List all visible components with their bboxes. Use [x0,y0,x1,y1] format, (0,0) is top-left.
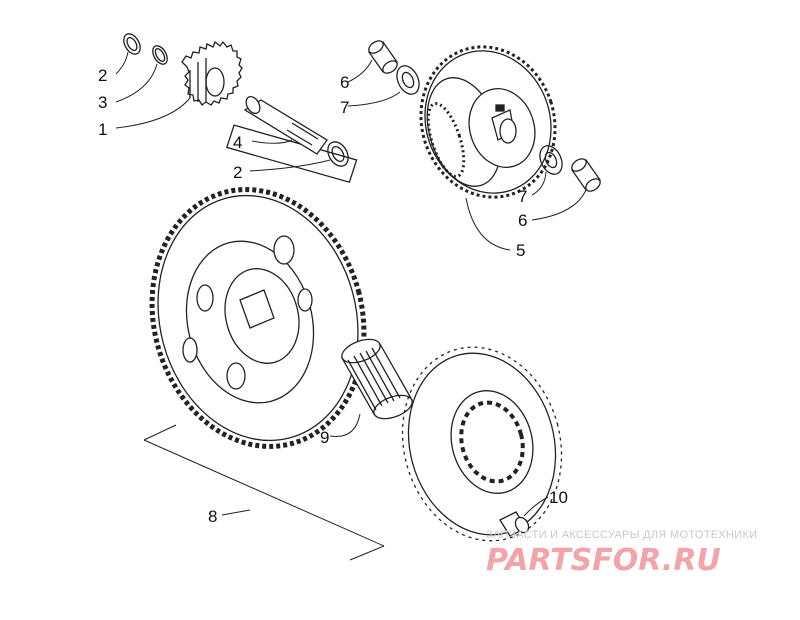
callout-8: 8 [208,507,217,526]
callout-7-right: 7 [518,187,527,206]
callout-2-top: 2 [98,66,107,85]
bushing-6-right [571,158,601,192]
callout-3: 3 [98,93,107,112]
callout-4: 4 [233,133,242,152]
callout-6-right: 6 [518,211,527,230]
callouts: 2 3 1 4 2 6 7 7 6 5 9 10 8 [98,66,568,526]
gear-1 [181,40,243,106]
needle-bearing-9 [341,338,413,420]
gear-assembly-5 [419,45,557,199]
bolt-10 [499,511,530,537]
leader-lines [115,51,587,561]
callout-10: 10 [549,488,568,507]
callout-9: 9 [320,428,329,447]
circlip-3 [152,45,168,65]
washer-2-shaft [327,141,349,167]
watermark-logo: PARTSFOR.RU [486,543,721,578]
watermark-tagline: ЗАПЧАСТИ И АКСЕССУАРЫ ДЛЯ МОТОТЕХНИКИ [486,529,757,541]
washer-7-left [396,65,420,95]
watermark: ЗАПЧАСТИ И АКСЕССУАРЫ ДЛЯ МОТОТЕХНИКИ PA… [486,529,757,578]
callout-7-left: 7 [340,98,349,117]
clutch-housing [401,346,563,542]
ring-washer-2-top [123,33,141,55]
starter-gear-8 [149,187,367,449]
callout-1: 1 [98,120,107,139]
shaft-4 [226,95,358,184]
washer-7-right [539,145,563,175]
bushing-6-left [368,40,398,74]
callout-5: 5 [516,241,525,260]
callout-2-shaft: 2 [233,163,242,182]
callout-6-left: 6 [340,73,349,92]
